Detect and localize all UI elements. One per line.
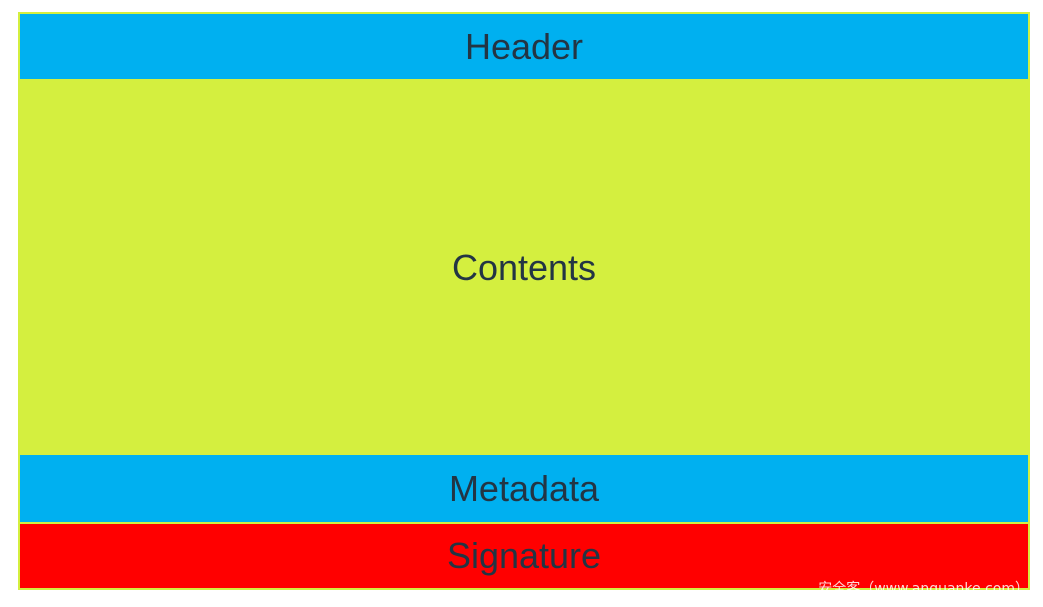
metadata-label: Metadata xyxy=(448,467,600,509)
watermark-text: 安全客（www.anquanke.com） xyxy=(818,581,1029,597)
contents-block: Contents xyxy=(18,81,1030,455)
metadata-block: Metadata xyxy=(18,455,1030,522)
signature-label: Signature xyxy=(446,535,602,576)
signature-block: Signature xyxy=(18,522,1030,590)
structure-diagram: Header Contents Metadata Signature xyxy=(18,12,1030,590)
header-block: Header xyxy=(18,12,1030,81)
contents-label: Contents xyxy=(451,247,597,288)
header-label: Header xyxy=(464,25,584,67)
